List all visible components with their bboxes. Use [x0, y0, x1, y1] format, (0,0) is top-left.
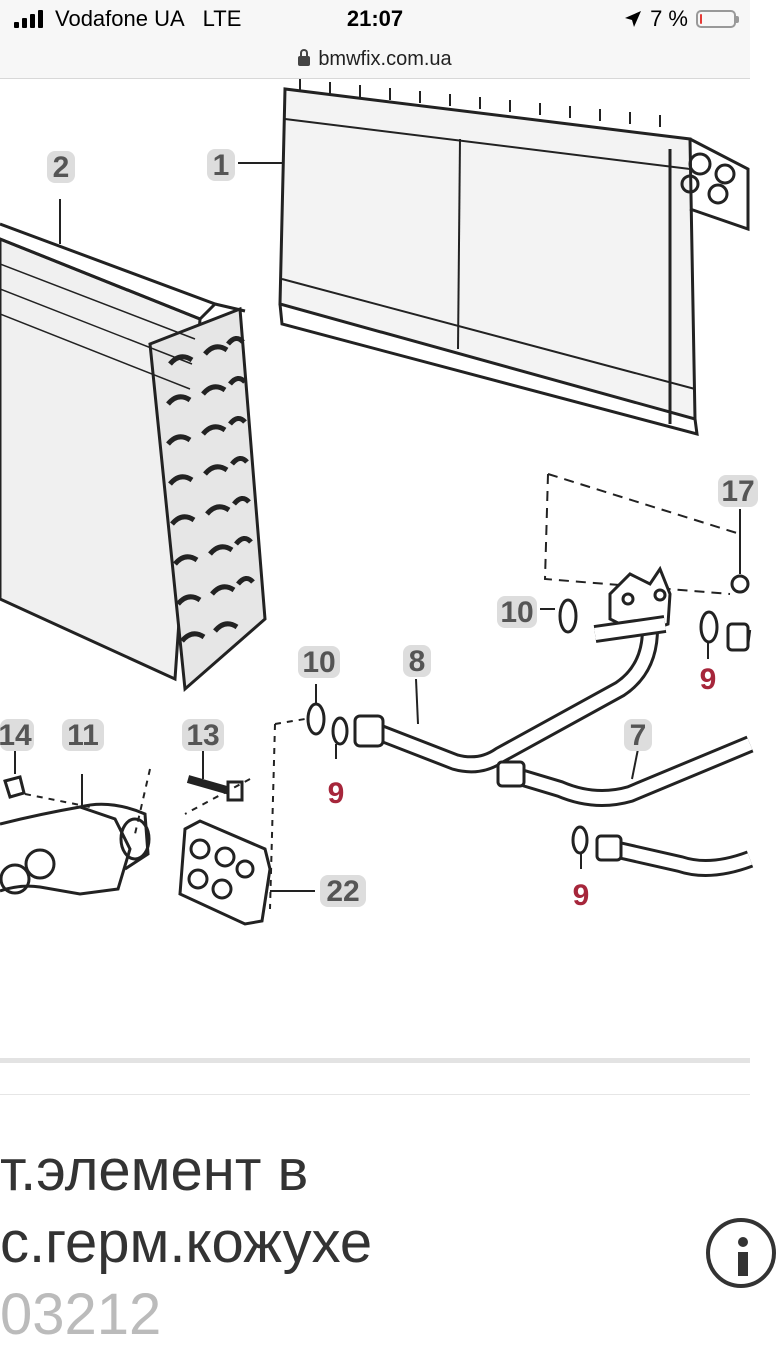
callout-13: 13 — [186, 719, 219, 752]
image-caption: т.элемент в с.герм.кожухе 03212 — [0, 1135, 372, 1351]
callout-17: 17 — [721, 475, 754, 508]
info-icon[interactable] — [706, 1218, 776, 1288]
callout-2: 2 — [53, 151, 70, 184]
status-time: 21:07 — [346, 6, 404, 31]
status-right: 7 % — [624, 6, 739, 32]
parts-diagram: 2 1 17 10 10 8 7 9 9 9 14 11 13 22 — [0, 79, 758, 926]
callout-22: 22 — [326, 875, 359, 908]
status-left: Vodafone UA LTE — [14, 6, 241, 32]
caption-line-2: с.герм.кожухе — [0, 1210, 373, 1275]
callout-1: 1 — [213, 149, 230, 182]
signal-bars-icon — [14, 10, 43, 28]
callout-8: 8 — [409, 645, 426, 678]
location-arrow-icon — [625, 11, 642, 27]
address-bar[interactable]: bmwfix.com.ua — [0, 40, 750, 79]
carrier-name: Vodafone UA — [55, 6, 185, 31]
lock-icon — [298, 49, 311, 66]
callout-9-right: 9 — [700, 663, 717, 696]
callout-14: 14 — [0, 719, 32, 752]
battery-icon — [696, 10, 739, 28]
caption-line-3: 03212 — [0, 1282, 162, 1347]
content-divider — [0, 1058, 750, 1063]
callout-7: 7 — [630, 719, 647, 752]
callout-10-right: 10 — [500, 596, 533, 629]
caption-line-1: т.элемент в — [0, 1138, 309, 1203]
callout-labels: 2 1 17 10 10 8 7 9 9 9 14 11 13 22 — [0, 149, 758, 912]
content-divider-thin — [0, 1094, 750, 1095]
network-type: LTE — [202, 6, 242, 31]
battery-percent: 7 % — [650, 6, 688, 31]
battery-fill — [700, 14, 702, 24]
status-bar: Vodafone UA LTE 21:07 7 % — [0, 0, 750, 40]
callout-11: 11 — [67, 719, 99, 752]
callout-9-middle: 9 — [328, 777, 345, 810]
url-text[interactable]: bmwfix.com.ua — [318, 47, 452, 70]
callout-9-bottom: 9 — [573, 879, 590, 912]
callout-10-left: 10 — [302, 646, 335, 679]
